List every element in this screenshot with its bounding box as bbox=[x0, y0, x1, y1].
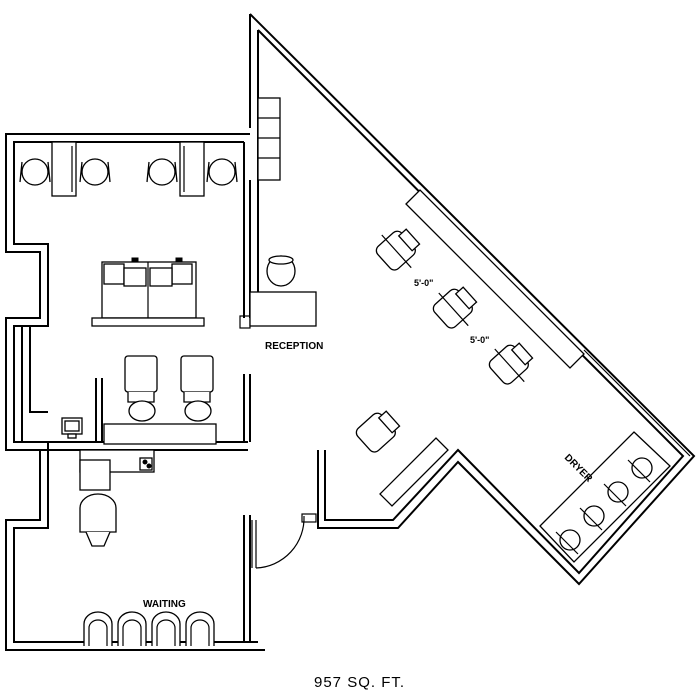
office-chair bbox=[79, 158, 111, 186]
entry-door bbox=[251, 515, 305, 569]
reception-label: RECEPTION bbox=[265, 341, 323, 352]
office-chair bbox=[19, 158, 51, 186]
styling-chair bbox=[375, 228, 421, 271]
waiting-desk bbox=[79, 449, 155, 547]
shelving-unit bbox=[257, 97, 281, 181]
exterior-walls bbox=[5, 13, 696, 651]
dryer-bench bbox=[539, 431, 671, 563]
office-chair bbox=[206, 158, 238, 186]
reception-desk bbox=[249, 255, 317, 327]
waiting-chairs bbox=[83, 611, 215, 646]
dimension-label: 5'-0" bbox=[414, 278, 433, 288]
dryer-chair bbox=[603, 481, 629, 507]
desk-chair bbox=[79, 493, 117, 547]
workstations bbox=[19, 141, 238, 197]
area-caption: 957 SQ. FT. bbox=[314, 674, 405, 691]
dryer-chair bbox=[579, 505, 605, 531]
office-chair bbox=[146, 158, 178, 186]
dryer-chair bbox=[627, 457, 653, 483]
dryer-chair bbox=[555, 529, 581, 555]
dimension-label: 5'-0" bbox=[470, 335, 489, 345]
divider-counter bbox=[379, 437, 449, 507]
waiting-label: WAITING bbox=[143, 599, 186, 610]
styling-counter bbox=[405, 189, 585, 369]
shampoo-chair bbox=[124, 355, 158, 422]
styling-chair bbox=[488, 342, 534, 385]
dryer-label: DRYER bbox=[562, 452, 595, 485]
shampoo-station bbox=[103, 355, 217, 445]
styling-chair bbox=[432, 286, 478, 329]
monitor bbox=[61, 417, 83, 439]
styling-chair bbox=[355, 410, 401, 453]
shampoo-chair bbox=[180, 355, 214, 422]
equipment-cabinets bbox=[91, 257, 205, 327]
